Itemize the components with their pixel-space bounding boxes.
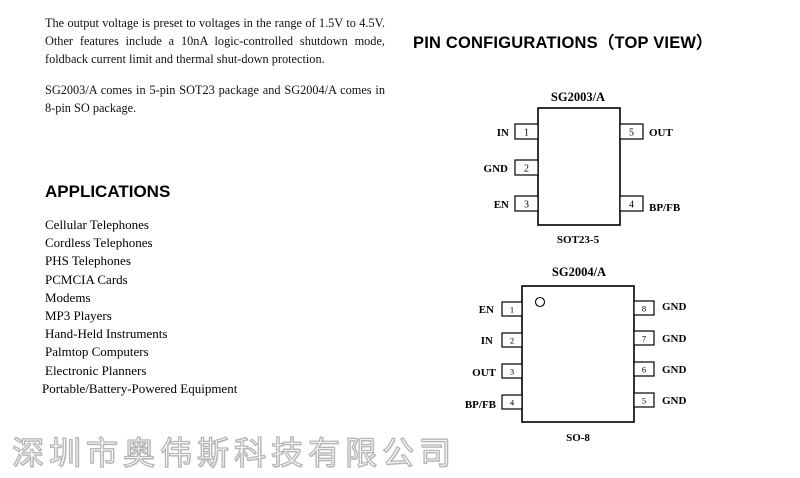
pin-pad <box>633 330 655 346</box>
so8-pin-3: 3 OUT <box>472 363 523 379</box>
so8-pin-5: 5 GND <box>633 392 687 408</box>
pin-pad <box>501 332 523 348</box>
pin-label: EN <box>479 304 494 316</box>
pin-number: 6 <box>642 365 646 375</box>
pin-label: EN <box>494 199 509 211</box>
so8-body <box>521 285 635 423</box>
pin-pad <box>501 394 523 410</box>
so8-package-label: SO-8 <box>566 432 590 444</box>
pin-label: GND <box>662 333 687 345</box>
application-item: Cordless Telephones <box>45 235 153 251</box>
pin-number: 8 <box>642 304 646 314</box>
company-watermark: 深圳市奥伟斯科技有限公司 <box>11 433 457 472</box>
pin-pad <box>619 123 644 140</box>
intro-paragraph-1: The output voltage is preset to voltages… <box>45 16 385 66</box>
sot23-pin-1: 1 IN <box>497 123 539 140</box>
application-item: Cellular Telephones <box>45 217 149 232</box>
pin-pad <box>633 392 655 408</box>
pin-number: 2 <box>524 164 529 175</box>
pin-configurations-heading: PIN CONFIGURATIONS（TOP VIEW） <box>413 34 713 52</box>
pin-pad <box>501 363 523 379</box>
so8-part-name: SG2004/A <box>552 265 606 279</box>
pin-label: OUT <box>649 127 674 139</box>
so8-pin-7: 7 GND <box>633 330 687 346</box>
so8-pin-1: 1 EN <box>479 301 523 317</box>
sot23-part-name: SG2003/A <box>551 90 605 104</box>
pin-number: 2 <box>510 336 514 346</box>
application-item: Electronic Planners <box>45 362 147 378</box>
sot23-pin-4: 4 BP/FB <box>619 195 681 214</box>
pin-label: GND <box>662 395 687 407</box>
so8-pin-4: 4 BP/FB <box>465 394 523 411</box>
application-item: PCMCIA Cards <box>45 271 128 287</box>
pin-number: 4 <box>629 200 634 211</box>
pin-number: 5 <box>629 128 634 139</box>
pin-number: 1 <box>524 128 529 139</box>
pin-label: IN <box>481 335 493 347</box>
application-item: MP3 Players <box>45 308 112 324</box>
application-item: Portable/Battery-Powered Equipment <box>42 380 238 396</box>
pin-pad <box>514 123 539 140</box>
pin-label: BP/FB <box>465 399 497 411</box>
so8-package-diagram: SG2004/A SO-8 1 EN 2 IN 3 OUT 4 BP/FB 8 … <box>465 265 687 444</box>
applications-list: Cellular Telephones Cordless Telephones … <box>42 216 238 398</box>
pin-pad <box>514 159 539 176</box>
pin-1-indicator-icon <box>534 296 546 308</box>
application-item: Hand-Held Instruments <box>45 326 168 342</box>
application-item: Palmtop Computers <box>45 344 149 360</box>
application-item: PHS Telephones <box>45 253 131 269</box>
pin-number: 3 <box>510 367 514 377</box>
pin-number: 3 <box>524 200 529 211</box>
pin-number: 1 <box>510 305 514 315</box>
pin-number: 4 <box>510 398 515 408</box>
pin-pad <box>619 195 644 212</box>
pin-label: GND <box>662 301 687 313</box>
pin-number: 5 <box>642 396 646 406</box>
pin-pad <box>633 300 655 316</box>
sot23-body <box>537 107 621 226</box>
so8-pin-8: 8 GND <box>633 300 687 316</box>
pin-label: IN <box>497 127 509 139</box>
sot23-pin-5: 5 OUT <box>619 123 674 140</box>
so8-pin-2: 2 IN <box>481 332 523 348</box>
pin-pad <box>633 361 655 377</box>
pin-label: GND <box>484 163 509 175</box>
so8-pin-6: 6 GND <box>633 361 687 377</box>
applications-heading: APPLICATIONS <box>45 182 171 201</box>
sot23-package-diagram: SG2003/A SOT23-5 1 IN 2 GND 3 EN 5 OUT 4… <box>484 90 681 246</box>
pin-number: 7 <box>642 334 646 344</box>
pin-label: BP/FB <box>649 202 681 214</box>
application-item: Modems <box>45 289 91 305</box>
pin-label: GND <box>662 364 687 376</box>
pin-pad <box>501 301 523 317</box>
intro-text: The output voltage is preset to voltages… <box>45 14 385 130</box>
pin-pad <box>514 195 539 212</box>
sot23-pin-2: 2 GND <box>484 159 539 176</box>
sot23-package-label: SOT23-5 <box>557 234 600 246</box>
intro-paragraph-2: SG2003/A comes in 5-pin SOT23 package an… <box>45 83 385 115</box>
sot23-pin-3: 3 EN <box>494 195 539 212</box>
pin-label: OUT <box>472 367 497 379</box>
